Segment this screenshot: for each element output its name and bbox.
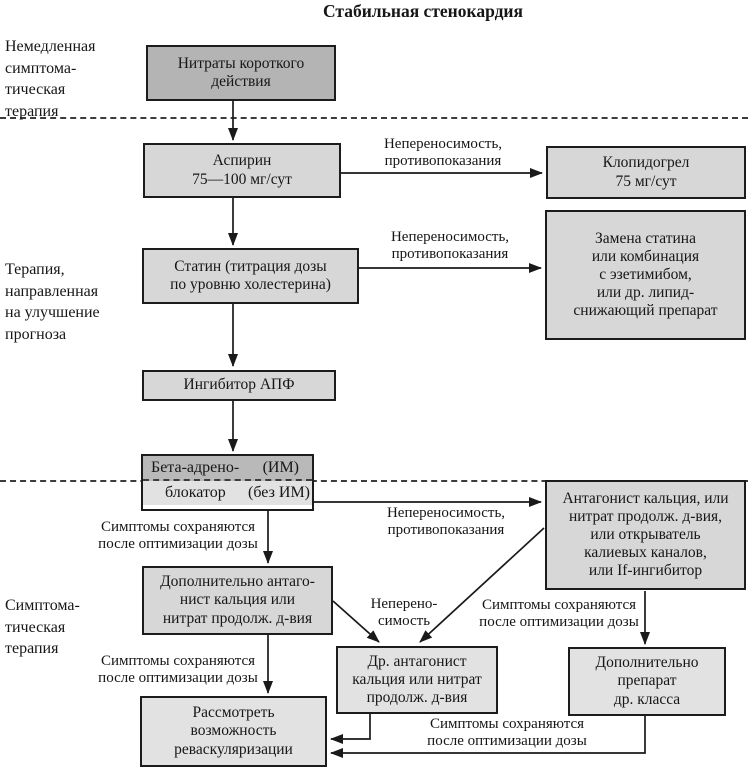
- label-symptoms-persist-2: Симптомы сохраняются после оптимизации д…: [98, 653, 258, 686]
- box-beta-blocker-mi-row: Бета-адрено- (ИМ): [143, 456, 312, 481]
- diagram-title: Стабильная стенокардия: [323, 1, 523, 21]
- box-aspirin: Аспирин 75—100 мг/сут: [143, 143, 341, 198]
- label-intolerance-aspirin: Непереносимость, противопоказания: [383, 136, 503, 169]
- section-label-prognosis: Терапия, направленная на улучшение прогн…: [5, 261, 100, 343]
- box-additional-other-class-drug: Дополнительно препарат др. класса: [568, 647, 726, 716]
- box-short-acting-nitrates: Нитраты короткого действия: [146, 45, 336, 101]
- box-beta-blocker: Бета-адрено- (ИМ) блокатор (без ИМ): [141, 454, 314, 511]
- section-divider-1: [0, 117, 748, 119]
- box-additional-antagonist: Дополнительно антаго- нист кальция или н…: [142, 566, 333, 635]
- label-symptoms-persist-1: Симптомы сохраняются после оптимизации д…: [98, 519, 258, 552]
- label-intolerance-short: Неперено- симость: [370, 596, 438, 629]
- box-consider-revascularization: Рассмотреть возможность реваскуляризации: [140, 696, 327, 767]
- section-label-symptomatic: Симптома- тическая терапия: [5, 597, 80, 657]
- box-statin: Статин (титрация дозы по уровню холестер…: [142, 248, 359, 304]
- label-symptoms-persist-3: Симптомы сохраняются после оптимизации д…: [479, 597, 639, 630]
- box-statin-alternative: Замена статина или комбинация с эзетимиб…: [545, 210, 746, 340]
- box-ace-inhibitor: Ингибитор АПФ: [142, 370, 336, 401]
- label-symptoms-persist-4: Симптомы сохраняются после оптимизации д…: [427, 716, 587, 749]
- box-clopidogrel: Клопидогрел 75 мг/сут: [546, 146, 746, 199]
- section-divider-2: [0, 480, 748, 482]
- label-intolerance-beta: Непереносимость, противопоказания: [386, 505, 506, 538]
- box-beta-blocker-no-mi-row: блокатор (без ИМ): [143, 481, 312, 505]
- label-intolerance-statin: Непереносимость, противопоказания: [390, 229, 510, 262]
- section-label-immediate: Немедленная симптома- тическая терапия: [5, 38, 96, 120]
- box-calcium-antagonist: Антагонист кальция, или нитрат продолж. …: [545, 480, 746, 590]
- arrow-other-to-revasc: [330, 714, 371, 744]
- box-other-antagonist: Др. антагонист кальция или нитрат продол…: [336, 646, 498, 714]
